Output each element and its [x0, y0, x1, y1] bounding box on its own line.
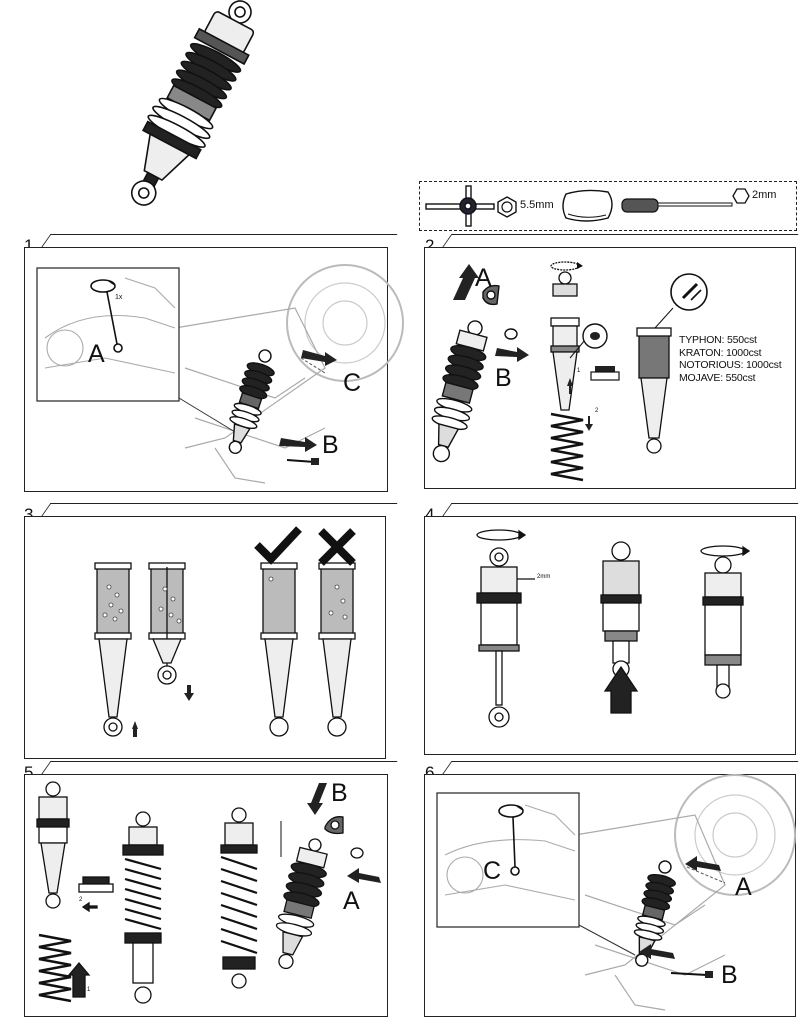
- step-5-label-a: A: [343, 887, 360, 915]
- cross-mark-icon: [318, 528, 356, 566]
- step-3-bleeding-illustration: [94, 562, 356, 737]
- oil-spec-list: TYPHON: 550cst KRATON: 1000cst NOTORIOUS…: [679, 334, 782, 384]
- tools-box: 5.5mm 2mm: [419, 181, 797, 231]
- oil-spec-notorious: NOTORIOUS: 1000cst: [679, 359, 782, 371]
- oil-spec-mojave: MOJAVE: 550cst: [679, 371, 756, 384]
- check-mark-icon: [254, 526, 302, 565]
- step-1-turn-count: 1x: [115, 294, 123, 301]
- step-5-sub-1: 1: [87, 987, 91, 993]
- step-6-number: 6: [425, 763, 435, 782]
- step-5-panel: B A 1 2: [24, 774, 388, 1017]
- step-2-label-b: B: [495, 364, 512, 392]
- step-2-number: 2: [425, 236, 435, 255]
- step-1-number: 1: [24, 236, 34, 255]
- step-3-panel: [24, 516, 386, 759]
- step-5-sub-2: 2: [79, 897, 83, 903]
- step-1-label-a: A: [88, 340, 105, 368]
- nut-icon: [497, 196, 517, 218]
- step-1-chassis-illustration: [36, 264, 404, 484]
- step-6-label-c: C: [483, 857, 502, 885]
- step-2-disassembly-illustration: [431, 261, 708, 482]
- step-3-number: 3: [24, 505, 34, 524]
- step-6-panel: C A B: [424, 774, 796, 1017]
- step-5-label-b: B: [331, 779, 348, 807]
- step-6-label-b: B: [721, 961, 738, 989]
- step-2-panel: A B 1 2 TYPHON: 550cst KRATON: 1000cst N…: [424, 247, 796, 489]
- assembled-shock-illustration: [130, 0, 255, 206]
- step-2-label-a: A: [475, 264, 492, 292]
- step-4-panel: 2mm: [424, 516, 796, 755]
- step-6-label-a: A: [735, 873, 752, 901]
- step-5-number: 5: [24, 763, 34, 782]
- step-1-panel: A C B 1x: [24, 247, 404, 492]
- nut-size-label: 5.5mm: [520, 199, 554, 211]
- oil-spec-typhon: TYPHON: 550cst: [679, 334, 757, 346]
- step-4-dimension-label: 2mm: [537, 574, 551, 580]
- step-2-sub-2: 2: [595, 408, 599, 414]
- rag-icon: [562, 189, 613, 222]
- step-6-install-illustration: [436, 774, 796, 1011]
- step-1-label-b: B: [322, 431, 339, 459]
- hex-size-label: 2mm: [752, 189, 777, 201]
- hex-key-icon: [732, 188, 750, 204]
- cross-wrench-icon: [425, 185, 495, 227]
- step-2-sub-1: 1: [577, 368, 581, 374]
- oil-spec-kraton: KRATON: 1000cst: [679, 346, 762, 359]
- step-4-assembly-illustration: [476, 529, 751, 728]
- hex-driver-icon: [621, 198, 733, 213]
- step-4-number: 4: [425, 505, 435, 524]
- step-5-reassembly-illustration: [36, 781, 381, 1004]
- step-1-label-c: C: [343, 369, 362, 397]
